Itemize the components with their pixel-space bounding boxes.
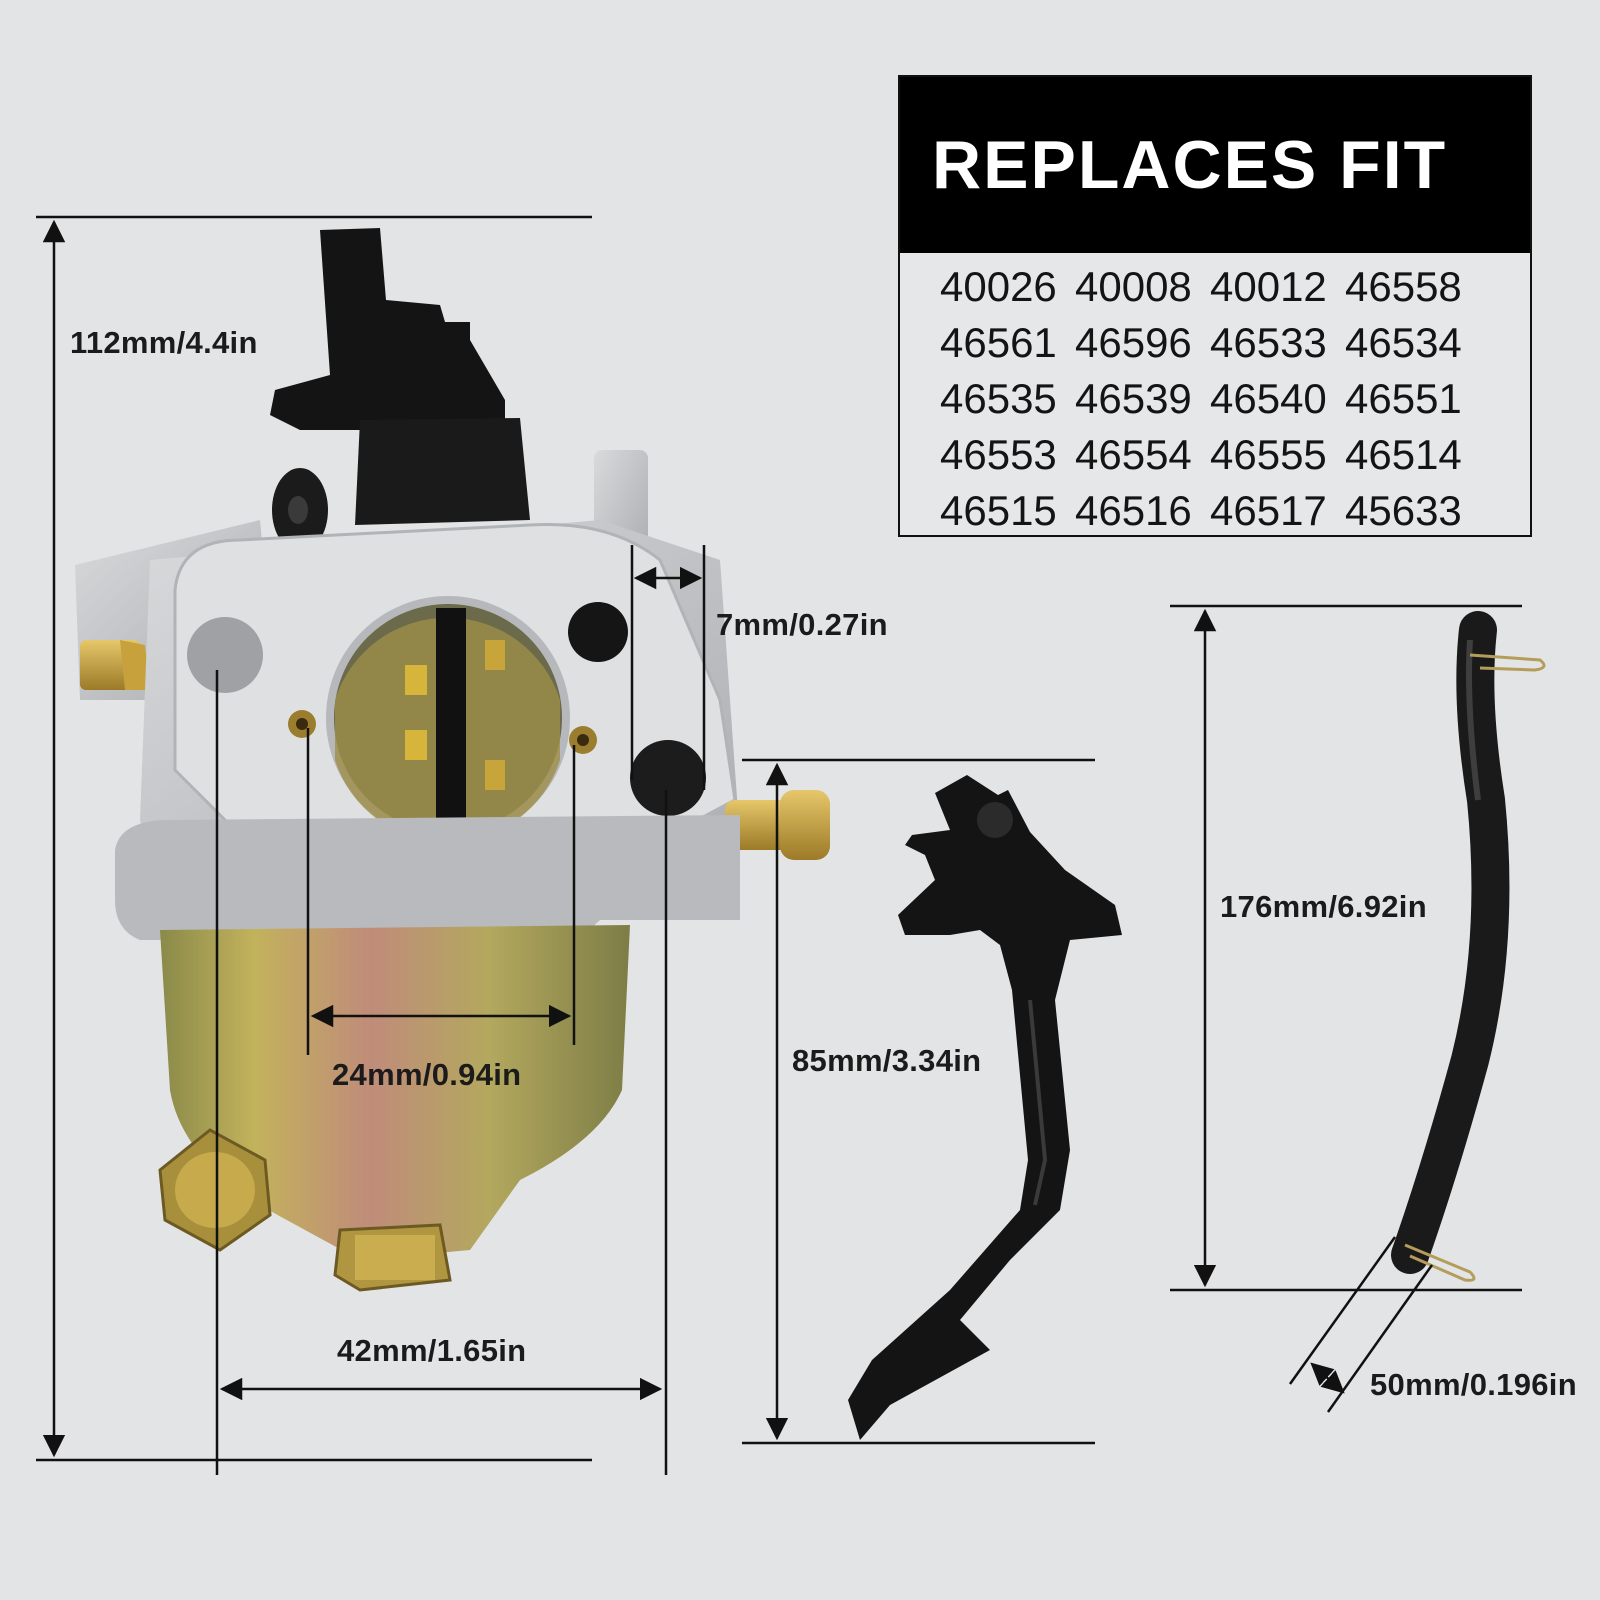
part-number: 46514 bbox=[1345, 431, 1462, 478]
choke-lever bbox=[270, 228, 505, 445]
part-number: 46517 bbox=[1210, 487, 1327, 534]
label-flange-thickness: 7mm/0.27in bbox=[716, 607, 888, 642]
choke-rod bbox=[848, 775, 1122, 1440]
part-number: 46596 bbox=[1075, 319, 1192, 366]
part-number: 46515 bbox=[940, 487, 1057, 534]
part-number: 46551 bbox=[1345, 375, 1462, 422]
dimension-lines bbox=[36, 215, 1522, 1475]
part-number: 46554 bbox=[1075, 431, 1192, 478]
part-number: 46540 bbox=[1210, 375, 1327, 422]
label-lever-height: 85mm/3.34in bbox=[792, 1043, 982, 1078]
part-number: 46534 bbox=[1345, 319, 1462, 366]
part-number: 46558 bbox=[1345, 263, 1462, 310]
part-number: 40012 bbox=[1210, 263, 1327, 310]
part-number: 46516 bbox=[1075, 487, 1192, 534]
part-number: 46555 bbox=[1210, 431, 1327, 478]
part-number: 40008 bbox=[1075, 263, 1192, 310]
part-number: 45633 bbox=[1345, 487, 1462, 534]
part-number: 46535 bbox=[940, 375, 1057, 422]
part-number: 46533 bbox=[1210, 319, 1327, 366]
replaces-fit-title: REPLACES FIT bbox=[900, 77, 1530, 253]
replaces-fit-panel: REPLACES FIT 40026 40008 40012 46558 46561 46… bbox=[898, 75, 1532, 537]
fuel-hose bbox=[1391, 611, 1546, 1282]
label-hose-diameter: 50mm/0.196in bbox=[1370, 1367, 1577, 1402]
carburetor bbox=[75, 228, 830, 1292]
hose-clip-top bbox=[1469, 653, 1546, 672]
part-number: 46553 bbox=[940, 431, 1057, 478]
hose-clip-bottom bbox=[1404, 1243, 1476, 1282]
part-number: 46561 bbox=[940, 319, 1057, 366]
part-number: 40026 bbox=[940, 263, 1057, 310]
bolt-bottom bbox=[333, 1223, 452, 1292]
label-bolt-spacing: 42mm/1.65in bbox=[337, 1333, 527, 1368]
label-hose-length: 176mm/6.92in bbox=[1220, 889, 1427, 924]
label-inner-width: 24mm/0.94in bbox=[332, 1057, 522, 1092]
part-number: 46539 bbox=[1075, 375, 1192, 422]
label-carb-height: 112mm/4.4in bbox=[70, 325, 258, 360]
part-number-list: 40026 40008 40012 46558 46561 46596 46533 46534… bbox=[900, 253, 1530, 539]
bolt-left bbox=[158, 1128, 272, 1252]
